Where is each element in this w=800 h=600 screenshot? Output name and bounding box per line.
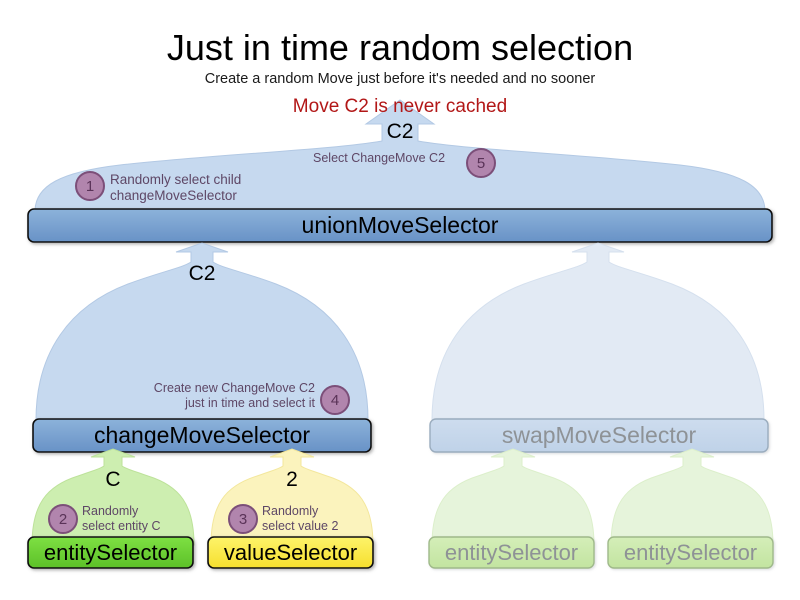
step-4-text: Create new ChangeMove C2 just in time an… <box>153 381 315 410</box>
swap-move-selector-box[interactable] <box>429 418 769 453</box>
warning-note: Move C2 is never cached <box>292 96 508 117</box>
entity-selector-right-2-label: entitySelector <box>623 539 758 565</box>
step-1-text: Randomly select child changeMoveSelector <box>110 172 242 203</box>
step-3-text: Randomly select value 2 <box>262 504 339 533</box>
value-selector-box[interactable] <box>207 536 374 569</box>
step-5-badge: 5 <box>466 148 496 178</box>
flow-label-change-to-entity: C <box>105 468 121 491</box>
change-move-selector-box[interactable] <box>32 418 372 453</box>
page-title: Just in time random selection <box>166 27 634 68</box>
step-1-badge: 1 <box>75 171 105 201</box>
step-4-badge: 4 <box>320 385 350 415</box>
flow-union-to-swap-arrow <box>431 242 765 421</box>
flow-swap-to-entity-2-arrow <box>610 448 774 546</box>
step-3-badge: 3 <box>228 504 258 534</box>
flow-swap-to-entity-1-arrow <box>431 448 595 546</box>
flow-label-change-to-value: 2 <box>286 468 298 491</box>
page-subtitle: Create a random Move just before it's ne… <box>204 71 596 87</box>
entity-selector-left-box[interactable] <box>27 536 194 569</box>
entity-selector-left-label: entitySelector <box>43 539 178 565</box>
flow-union-output-arrow <box>34 99 766 211</box>
flow-union-to-change-arrow <box>35 242 369 421</box>
flow-label-union-to-change: C2 <box>188 262 216 285</box>
value-selector-label: valueSelector <box>223 539 358 565</box>
flow-label-union-output: C2 <box>386 120 414 143</box>
entity-selector-right-1-box[interactable] <box>428 536 595 569</box>
step-5-text: Select ChangeMove C2 <box>313 151 446 165</box>
union-move-selector-box[interactable] <box>27 208 773 243</box>
union-move-selector-label: unionMoveSelector <box>301 212 499 238</box>
entity-selector-right-2-box[interactable] <box>607 536 774 569</box>
step-2-text: Randomly select entity C <box>82 504 161 533</box>
change-move-selector-label: changeMoveSelector <box>93 422 311 448</box>
step-2-badge: 2 <box>48 504 78 534</box>
entity-selector-right-1-label: entitySelector <box>444 539 579 565</box>
swap-move-selector-label: swapMoveSelector <box>501 422 697 448</box>
